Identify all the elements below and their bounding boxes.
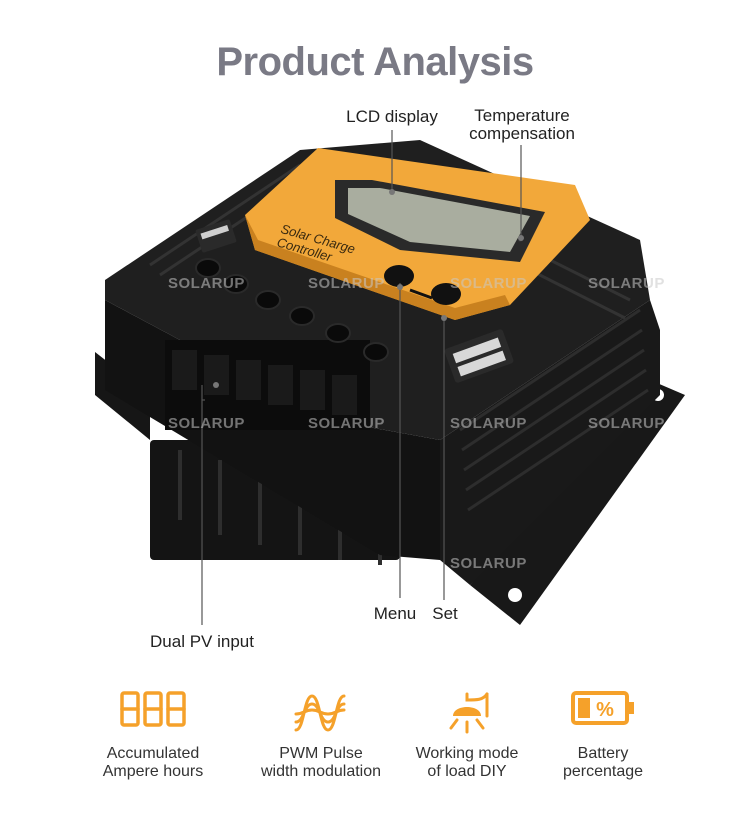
watermark: SOLARUP xyxy=(450,275,527,292)
feature-label-line-2: Ampere hours xyxy=(102,763,204,780)
callout-set: Set xyxy=(432,604,458,623)
callout-temp-line-2: compensation xyxy=(469,124,575,143)
feature-label-line-1: PWM Pulse xyxy=(279,745,363,762)
seven-segment-icon xyxy=(120,691,186,727)
watermark: SOLARUP xyxy=(308,415,385,432)
callout-menu: Menu xyxy=(373,604,417,623)
charge-controller-image xyxy=(95,130,685,625)
lamp-icon xyxy=(449,692,489,734)
watermark: SOLARUP xyxy=(168,415,245,432)
watermark: SOLARUP xyxy=(588,275,665,292)
feature-accumulated-ampere-hours: Accumulated Ampere hours xyxy=(68,690,238,781)
watermark: SOLARUP xyxy=(308,275,385,292)
feature-load-mode: Working mode of load DIY xyxy=(382,690,552,781)
page-title: Product Analysis xyxy=(216,40,534,84)
feature-label-line-1: Battery xyxy=(577,745,629,762)
feature-pwm: PWM Pulse width modulation xyxy=(236,690,406,781)
feature-label-line-2: width modulation xyxy=(260,763,382,780)
battery-percent-icon: % xyxy=(571,691,634,725)
callout-dual-pv-input: Dual PV input xyxy=(150,632,254,651)
watermark: SOLARUP xyxy=(450,555,527,572)
battery-percent-symbol: % xyxy=(596,699,614,721)
callout-temperature-compensation: Temperature compensation xyxy=(462,107,582,143)
callout-temp-line-1: Temperature xyxy=(474,106,570,125)
watermark: SOLARUP xyxy=(450,415,527,432)
watermark: SOLARUP xyxy=(168,275,245,292)
waveform-icon xyxy=(294,694,346,732)
watermark: SOLARUP xyxy=(588,415,665,432)
callout-lcd-display: LCD display xyxy=(346,107,438,126)
feature-battery-percentage: % Battery percentage xyxy=(518,690,688,781)
feature-label-line-2: percentage xyxy=(562,763,644,780)
feature-label-line-1: Working mode xyxy=(415,745,519,762)
feature-label-line-1: Accumulated xyxy=(106,745,200,762)
feature-label-line-2: of load DIY xyxy=(427,763,507,780)
